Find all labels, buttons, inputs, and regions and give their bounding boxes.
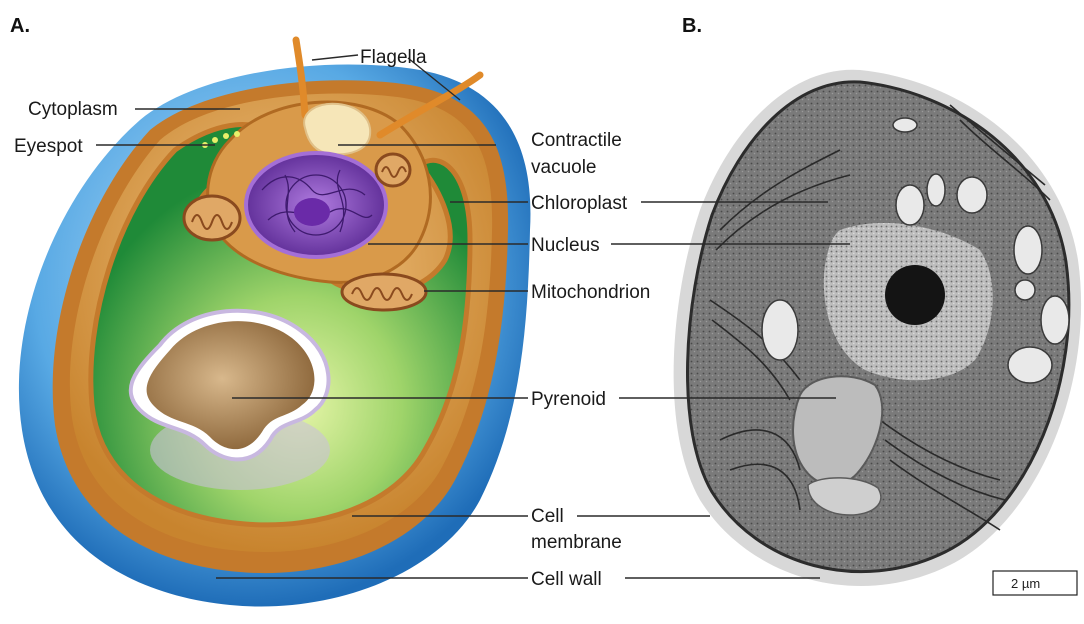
label-nucleus: Nucleus xyxy=(531,235,600,256)
contractile-vacuole-shape xyxy=(304,104,370,155)
micrograph-nucleolus xyxy=(885,265,945,325)
panel-a-letter: A. xyxy=(10,15,30,37)
scale-bar-label: 2 µm xyxy=(1011,576,1040,591)
label-cell-membrane-2: membrane xyxy=(531,532,622,553)
scale-bar: 2 µm xyxy=(993,571,1077,595)
label-contractile-vacuole-2: vacuole xyxy=(531,157,597,178)
nucleolus xyxy=(294,198,330,226)
mitochondrion-left xyxy=(184,196,240,240)
label-cell-membrane-1: Cell xyxy=(531,506,564,527)
label-contractile-vacuole-1: Contractile xyxy=(531,130,622,151)
leader-flagella-left xyxy=(312,55,358,60)
label-cytoplasm: Cytoplasm xyxy=(28,99,118,120)
micrograph xyxy=(674,70,1081,586)
mitochondrion-bottom xyxy=(342,274,426,310)
label-chloroplast: Chloroplast xyxy=(531,193,628,214)
label-cell-wall: Cell wall xyxy=(531,569,602,590)
cell-illustration xyxy=(19,40,531,607)
label-mitochondrion: Mitochondrion xyxy=(531,282,650,303)
label-flagella: Flagella xyxy=(360,47,427,68)
panel-b-letter: B. xyxy=(682,15,702,37)
label-pyrenoid: Pyrenoid xyxy=(531,389,606,410)
label-eyespot: Eyespot xyxy=(14,136,83,157)
mitochondrion-top xyxy=(376,154,410,186)
